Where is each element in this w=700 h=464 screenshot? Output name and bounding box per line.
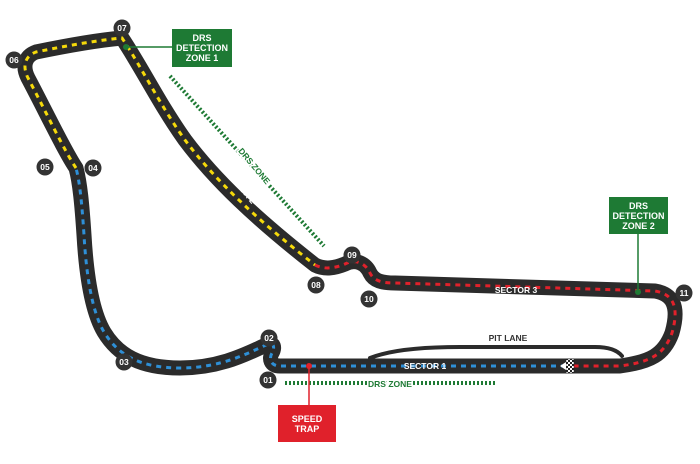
turn-markers: 01 02 03 04 05 06 07 08 09 10 11 xyxy=(5,19,693,389)
drs-detection-2-line1: DRS xyxy=(628,200,648,211)
turn-marker: 05 xyxy=(36,158,54,176)
svg-text:03: 03 xyxy=(119,357,129,367)
drs-detection-1-marker xyxy=(123,44,129,50)
svg-text:06: 06 xyxy=(9,55,19,65)
drs-detection-2-line2: DETECTION xyxy=(612,210,665,221)
turn-marker: 09 xyxy=(343,246,361,264)
drs-detection-1-line1: DRS xyxy=(192,33,212,43)
track-asphalt xyxy=(17,30,683,376)
svg-text:01: 01 xyxy=(263,375,273,385)
speed-trap-line1: SPEED xyxy=(291,413,323,424)
svg-text:08: 08 xyxy=(311,280,321,290)
turn-marker: 02 xyxy=(260,329,278,347)
turn-marker: 11 xyxy=(675,284,693,302)
drs-detection-1-line3: ZONE 1 xyxy=(185,53,219,63)
svg-text:02: 02 xyxy=(264,333,274,343)
sector-1-label: SECTOR 1 xyxy=(404,361,447,371)
drs-detection-2-line3: ZONE 2 xyxy=(622,220,655,231)
turn-marker: 07 xyxy=(113,19,131,37)
speed-trap-line2: TRAP xyxy=(294,423,320,434)
turn-marker: 10 xyxy=(360,290,378,308)
turn-marker: 03 xyxy=(115,353,133,371)
turn-marker: 08 xyxy=(307,276,325,294)
speed-trap-marker xyxy=(306,363,312,369)
svg-text:07: 07 xyxy=(117,23,127,33)
drs-detection-zone-1-box: DRS DETECTION ZONE 1 xyxy=(172,29,232,67)
checkered-flag-icon xyxy=(565,358,575,374)
svg-text:10: 10 xyxy=(364,294,374,304)
drs-detection-zone-2-box: DRS DETECTION ZONE 2 xyxy=(609,197,668,234)
svg-text:09: 09 xyxy=(347,250,357,260)
start-arrow-icon xyxy=(560,362,566,370)
drs-detection-2-marker xyxy=(635,289,641,295)
turn-marker: 04 xyxy=(84,159,102,177)
svg-text:04: 04 xyxy=(88,163,98,173)
speed-trap-box: SPEED TRAP xyxy=(278,405,336,442)
svg-text:11: 11 xyxy=(680,288,689,298)
turn-marker: 06 xyxy=(5,51,23,69)
sector-3-label: SECTOR 3 xyxy=(495,285,538,295)
pit-lane-label: PIT LANE xyxy=(489,333,528,343)
svg-text:05: 05 xyxy=(40,162,50,172)
drs-detection-1-line2: DETECTION xyxy=(175,43,228,53)
turn-marker: 01 xyxy=(259,371,277,389)
pit-lane xyxy=(368,345,624,360)
sector-3-line xyxy=(314,260,677,368)
drs-zone-main-label: DRS ZONE xyxy=(368,379,412,389)
